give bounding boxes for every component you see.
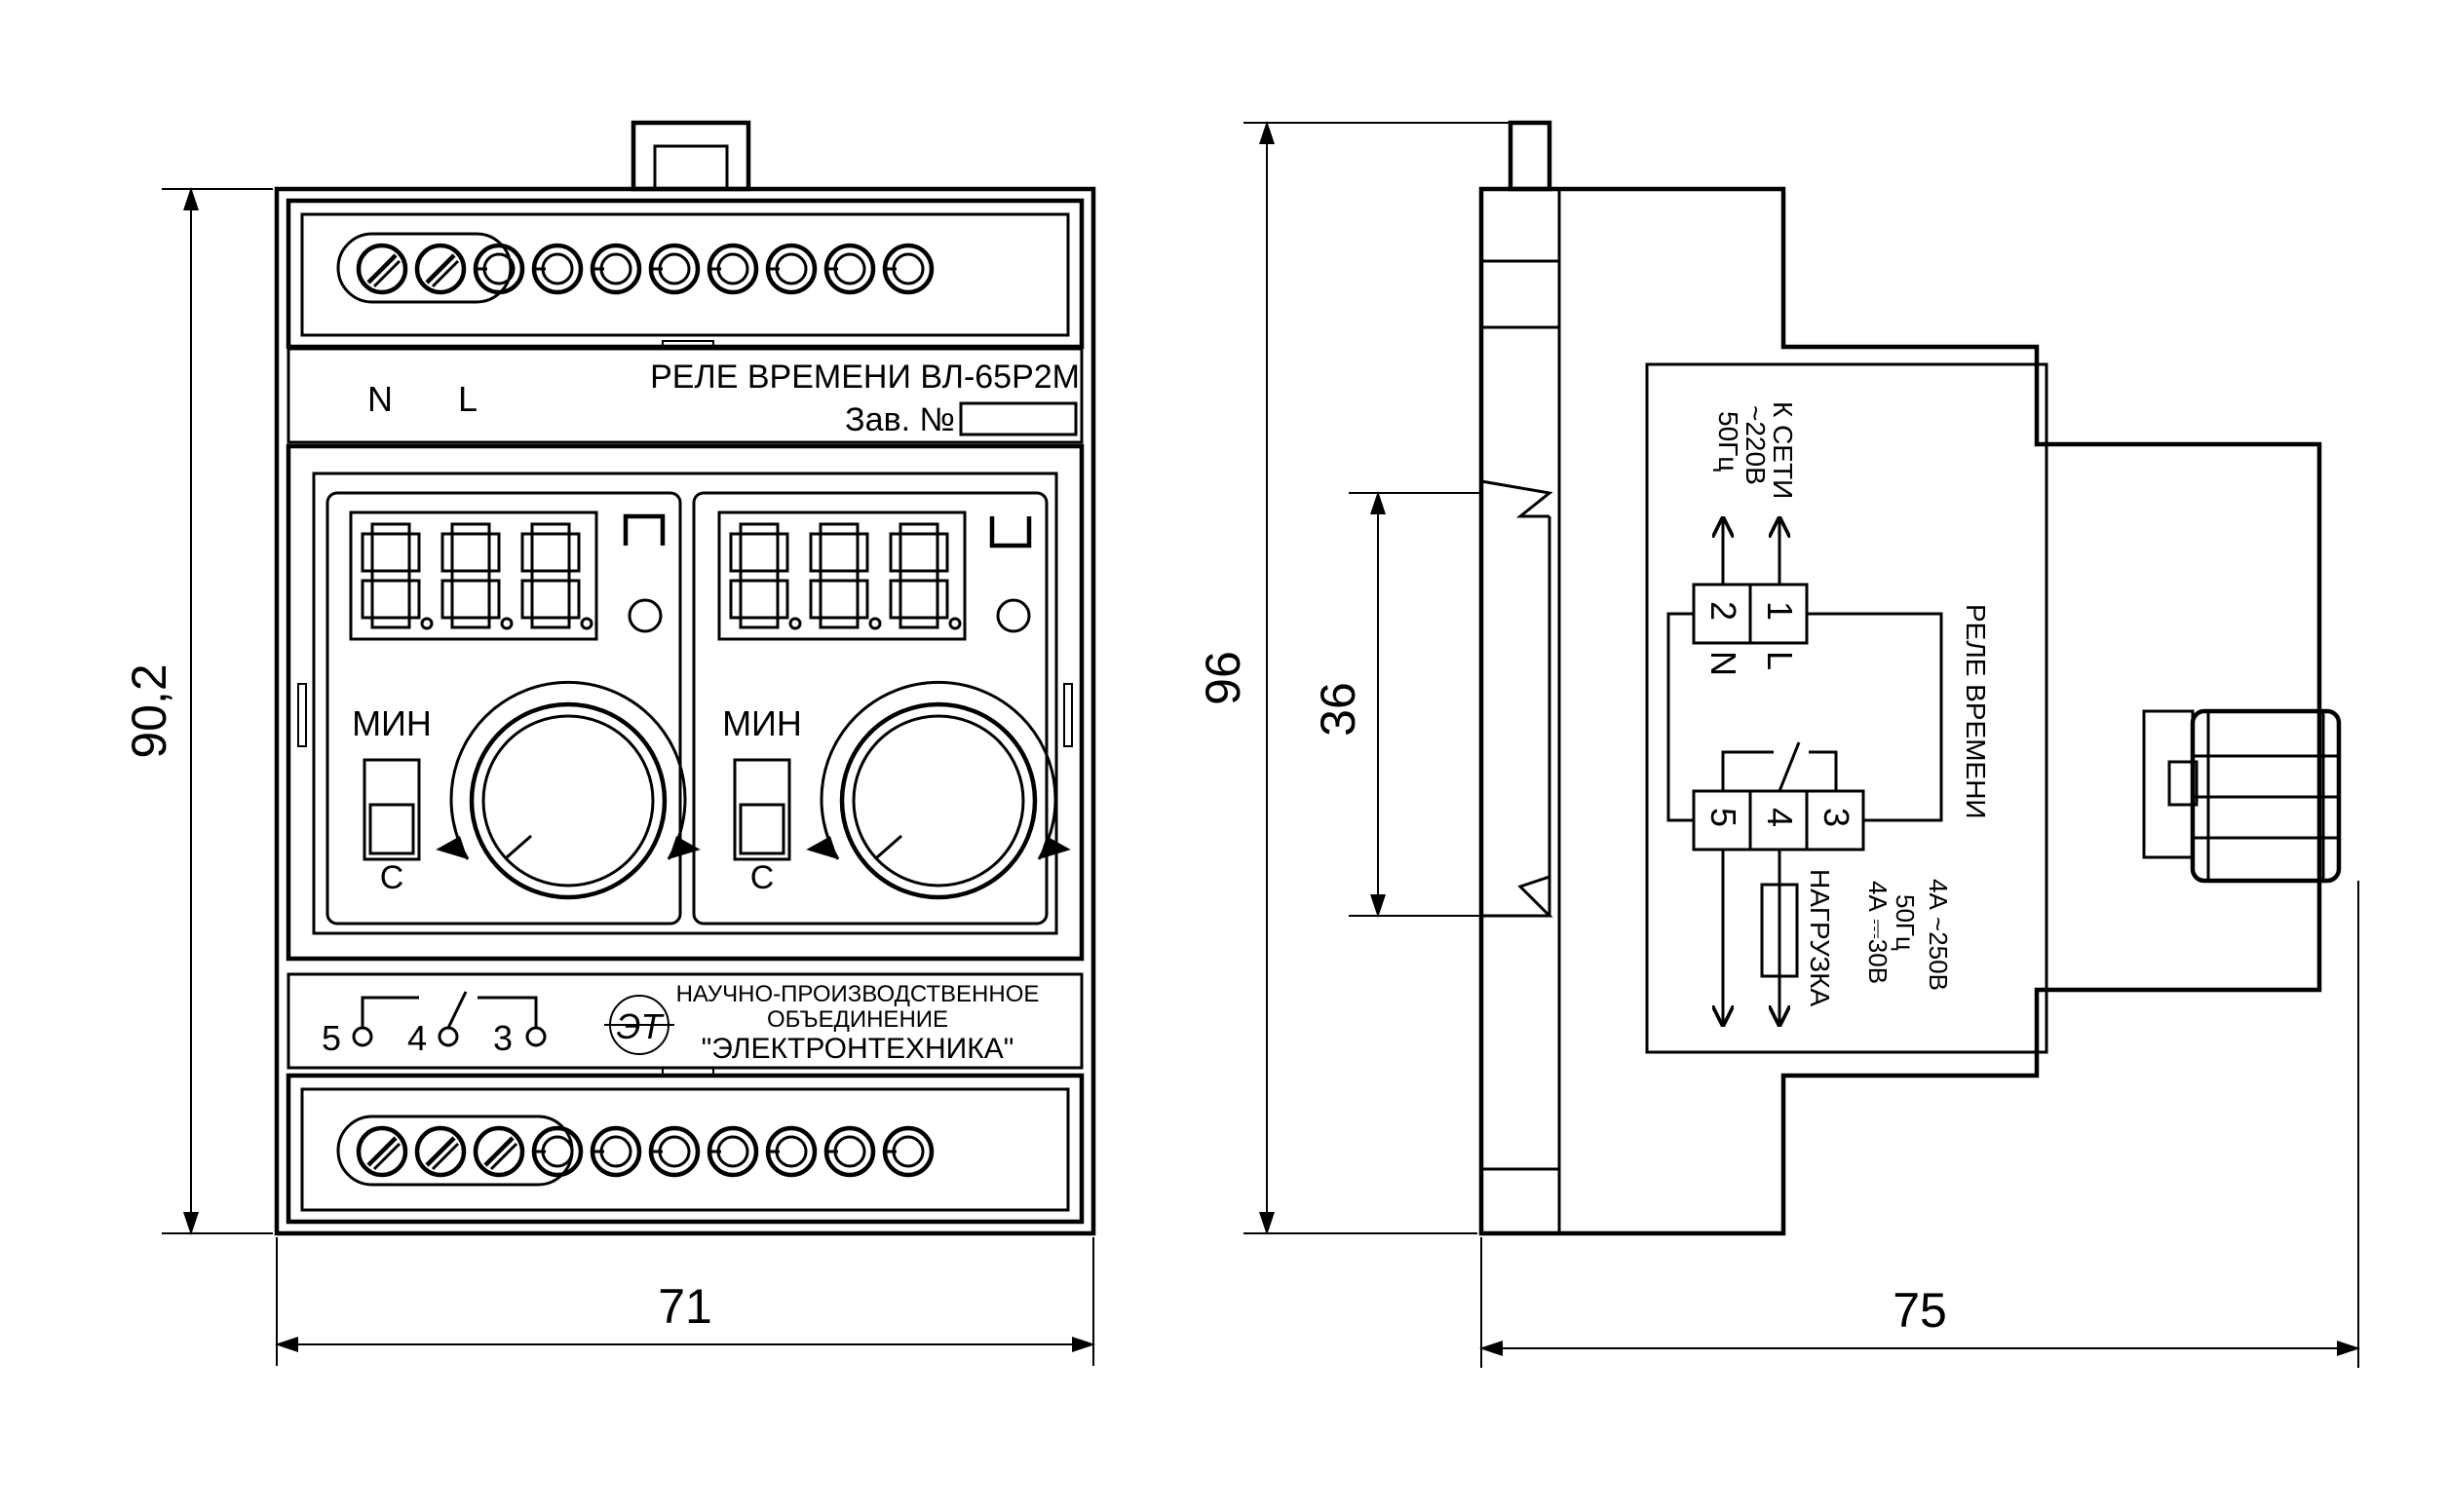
maker-line-1: НАУЧНО-ПРОИЗВОДСТВЕННОЕ — [676, 981, 1040, 1007]
pin-1: 1 — [1760, 601, 1800, 621]
channel-1-panel: МИН С — [325, 491, 702, 926]
side-rear-profile — [1479, 189, 1785, 1233]
clamp-terminal — [882, 1125, 935, 1178]
pin-2: 2 — [1703, 601, 1743, 621]
channel-2-panel: МИН С — [692, 491, 1072, 926]
seven-segment-digit — [361, 522, 434, 630]
serial-number-label: Зав. № — [845, 401, 955, 438]
front-width-dimension: 71 — [658, 1279, 712, 1334]
contact-strip: 5 4 3 ЭТ НАУЧНО-ПРОИЗВОДСТВЕННОЕ ОБЪЕДИН… — [287, 972, 1084, 1070]
pulse-on-icon — [623, 513, 666, 546]
rating-line-2: 50Гц — [1891, 894, 1920, 951]
side-height-dimension: 96 — [1196, 651, 1250, 705]
slotted-screw — [414, 243, 467, 295]
seven-segment-digit — [809, 522, 882, 630]
channel-1-unit-min: МИН — [352, 703, 432, 743]
side-dimensions: 96 36 75 — [1196, 121, 2360, 1368]
clamp-terminal — [823, 1125, 876, 1178]
front-dimensions: 90,2 71 — [122, 187, 1095, 1366]
pulse-off-icon — [989, 516, 1032, 548]
side-din-clip — [1508, 120, 1552, 192]
contact-3-label: 3 — [493, 1018, 513, 1058]
clamp-terminal — [590, 243, 642, 295]
serial-number-box — [959, 401, 1078, 436]
seven-segment-digit — [440, 522, 514, 630]
pin-n: N — [1703, 651, 1743, 676]
label-strip: N L РЕЛЕ ВРЕМЕНИ ВЛ-65Р2М Зав. № — [287, 340, 1084, 444]
clamp-terminal — [648, 1125, 701, 1178]
mains-line-3: 50Гц — [1713, 411, 1743, 472]
wiring-label: К СЕТИ ~220В 50Гц 2 1 N L 5 4 3 — [1645, 362, 2048, 1054]
channel-2-led — [996, 598, 1031, 633]
rail-width-dimension: 36 — [1311, 682, 1365, 737]
clamp-terminal — [765, 243, 818, 295]
maker-logo: ЭТ — [604, 995, 674, 1055]
din-clip-top — [631, 120, 751, 192]
maker-line-2: ОБЪЕДИНЕНИЕ — [767, 1006, 948, 1033]
front-view: N L РЕЛЕ ВРЕМЕНИ ВЛ-65Р2М Зав. № МИН С — [122, 120, 1096, 1366]
device-name-side: РЕЛЕ ВРЕМЕНИ — [1961, 604, 1991, 819]
channel-2-unit-sec: С — [750, 859, 775, 896]
side-depth-dimension: 75 — [1893, 1283, 1947, 1338]
load-resistor — [1760, 883, 1799, 978]
channel-2-unit-min: МИН — [722, 703, 802, 743]
bottom-screw-terminals — [356, 1125, 935, 1178]
pin-3: 3 — [1817, 808, 1856, 827]
mains-line-2: ~220В — [1740, 405, 1771, 485]
slotted-screw — [356, 1125, 408, 1178]
mains-line-1: К СЕТИ — [1768, 401, 1798, 499]
channel-2-time-knob[interactable] — [806, 680, 1072, 900]
clamp-terminal — [648, 243, 701, 295]
clamp-terminal — [590, 1125, 642, 1178]
clamp-terminal — [531, 243, 584, 295]
side-view: К СЕТИ ~220В 50Гц 2 1 N L 5 4 3 — [1196, 120, 2360, 1368]
svg-text:ЭТ: ЭТ — [617, 1006, 666, 1046]
clamp-terminal — [882, 243, 935, 295]
pin-4: 4 — [1760, 808, 1800, 827]
device-title: РЕЛЕ ВРЕМЕНИ ВЛ-65Р2М — [650, 359, 1080, 396]
channel-1-led — [628, 598, 663, 633]
terminal-l-label: L — [458, 379, 478, 419]
contact-4-label: 4 — [407, 1018, 427, 1058]
slotted-screw — [414, 1125, 467, 1178]
clamp-terminal — [707, 1125, 759, 1178]
rating-line-3: 4А ⎓30В — [1863, 881, 1893, 984]
clamp-terminal — [473, 243, 525, 295]
clamp-terminal — [531, 1125, 584, 1178]
channel-1-unit-sec: С — [380, 859, 404, 896]
contact-5-label: 5 — [322, 1018, 341, 1058]
channel-2-display — [717, 510, 967, 641]
housing-outline — [274, 186, 1096, 1236]
channel-1-display — [349, 510, 598, 641]
pin-5: 5 — [1703, 808, 1743, 827]
slotted-screw — [473, 1125, 525, 1178]
top-screw-terminals — [356, 243, 935, 295]
rating-line-1: 4А ~250В — [1924, 879, 1953, 991]
seven-segment-digit — [520, 522, 593, 630]
seven-segment-digit — [889, 522, 962, 630]
load-label: НАГРУЗКА — [1805, 869, 1835, 1007]
display-panel: МИН С МИН — [286, 443, 1085, 962]
channel-2-unit-switch[interactable] — [733, 758, 791, 861]
terminal-n-label: N — [367, 379, 393, 419]
seven-segment-digit — [729, 522, 802, 630]
clamp-terminal — [823, 243, 876, 295]
pin-l: L — [1760, 651, 1800, 670]
front-height-dimension: 90,2 — [122, 663, 176, 758]
bottom-terminal-block — [286, 1067, 1085, 1225]
channel-1-time-knob[interactable] — [436, 680, 702, 900]
clamp-terminal — [707, 243, 759, 295]
top-terminal-block — [286, 198, 1085, 350]
side-knob — [2142, 708, 2342, 884]
maker-line-3: "ЭЛЕКТРОНТЕХНИКА" — [702, 1033, 1014, 1065]
channel-1-unit-switch[interactable] — [363, 758, 421, 861]
slotted-screw — [356, 243, 408, 295]
clamp-terminal — [765, 1125, 818, 1178]
